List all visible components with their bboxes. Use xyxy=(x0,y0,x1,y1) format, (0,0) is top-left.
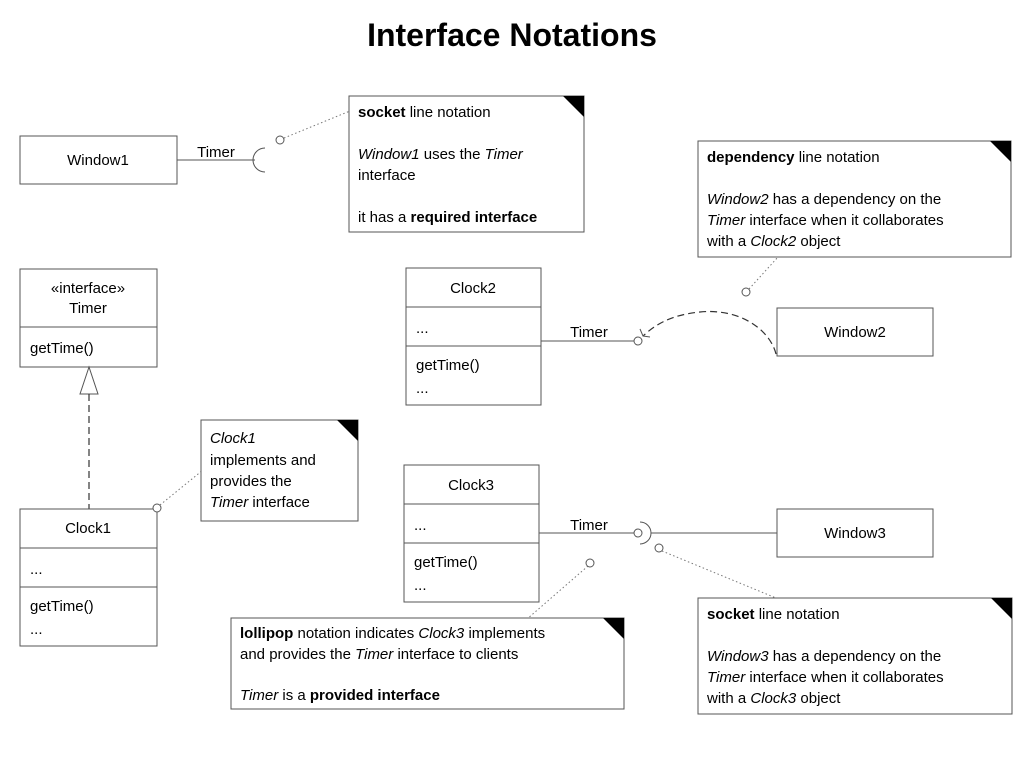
clock1-name: Clock1 xyxy=(65,520,111,537)
note-dependency-line1: dependency line notation xyxy=(707,149,880,166)
clock2-box xyxy=(405,267,542,406)
note-dependency-line3: Timer interface when it collaborates xyxy=(707,212,944,229)
clock2-operation-2: ... xyxy=(416,380,429,397)
dependency-arrowhead xyxy=(639,328,651,338)
note-socket3-fold xyxy=(991,598,1012,619)
diagram-title: Interface Notations xyxy=(367,17,657,53)
clock3-operation-2: ... xyxy=(414,577,427,594)
note-clock1-line4: Timer interface xyxy=(210,494,310,511)
clock2-attribute: ... xyxy=(416,320,429,337)
timer-interface-class: «interface» Timer getTime() xyxy=(19,268,158,368)
note-socket3-anchor xyxy=(654,543,664,553)
note-lollipop-fold xyxy=(603,618,624,639)
window1-box xyxy=(19,135,178,185)
note-lollipop-anchor-line xyxy=(526,565,589,620)
note-dependency-line2: Window2 has a dependency on the xyxy=(707,191,941,208)
note-lollipop-line1: lollipop notation indicates Clock3 imple… xyxy=(240,625,545,642)
clock2-operation-1: getTime() xyxy=(416,357,480,374)
clock1-operation-2: ... xyxy=(30,621,43,638)
note-socket3-box xyxy=(697,597,1013,715)
note-clock1-box xyxy=(200,419,359,522)
window2-name: Window2 xyxy=(824,324,886,341)
note-socket3-line4: with a Clock3 object xyxy=(706,690,841,707)
note-dependency: dependency line notation Window2 has a d… xyxy=(697,140,1012,258)
note-dependency-anchor-line xyxy=(748,256,779,290)
note-clock1-line2: implements and xyxy=(210,452,316,469)
clock1-operation-1: getTime() xyxy=(30,598,94,615)
window3-name: Window3 xyxy=(824,525,886,542)
note-clock1-fold xyxy=(337,420,358,441)
clock3-attribute: ... xyxy=(414,517,427,534)
timer-interface-operation: getTime() xyxy=(30,340,94,357)
note-lollipop: lollipop notation indicates Clock3 imple… xyxy=(230,617,625,710)
note-socket1-box xyxy=(348,95,585,233)
note-lollipop-line3: Timer is a provided interface xyxy=(240,687,440,704)
window2-box xyxy=(776,307,934,357)
note-clock1-anchor-line xyxy=(159,469,204,506)
note-clock1: Clock1 implements and provides the Timer… xyxy=(200,419,359,522)
clock3-timer-label: Timer xyxy=(570,517,608,534)
note-clock1-line1: Clock1 xyxy=(210,430,256,447)
clock2-lollipop xyxy=(633,336,643,346)
note-socket1-anchor-line xyxy=(283,110,351,139)
realization-arrowhead xyxy=(79,365,99,395)
note-lollipop-box xyxy=(230,617,625,710)
window2-class: Window2 xyxy=(776,307,934,357)
note-socket1-fold xyxy=(563,96,584,117)
clock3-name: Clock3 xyxy=(448,477,494,494)
note-socket3-line2: Window3 has a dependency on the xyxy=(707,648,941,665)
window1-timer-label: Timer xyxy=(197,144,235,161)
clock1-box xyxy=(19,508,158,647)
window3-socket xyxy=(639,521,652,545)
clock1-attribute: ... xyxy=(30,561,43,578)
note-socket1-line2: Window1 uses the Timer xyxy=(358,146,524,163)
note-socket1-anchor xyxy=(275,135,285,145)
note-socket3: socket line notation Window3 has a depen… xyxy=(697,597,1013,715)
note-dependency-anchor xyxy=(741,287,751,297)
window3-box xyxy=(776,508,934,558)
note-socket1-line4: it has a required interface xyxy=(358,209,537,226)
note-lollipop-anchor xyxy=(585,558,595,568)
window3-class: Window3 xyxy=(776,508,934,558)
clock3-class: Clock3 ... getTime() ... xyxy=(403,464,540,603)
clock3-operation-1: getTime() xyxy=(414,554,478,571)
note-dependency-line4: with a Clock2 object xyxy=(706,233,841,250)
timer-interface-stereotype: «interface» xyxy=(51,280,125,297)
window1-class: Window1 xyxy=(19,135,178,185)
dependency-arrow-line xyxy=(642,310,777,355)
note-socket3-line3: Timer interface when it collaborates xyxy=(707,669,944,686)
note-clock1-line3: provides the xyxy=(210,473,292,490)
clock2-class: Clock2 ... getTime() ... xyxy=(405,267,542,406)
note-socket3-anchor-line xyxy=(661,550,777,599)
note-socket3-line1: socket line notation xyxy=(707,606,840,623)
window1-name: Window1 xyxy=(67,152,129,169)
note-socket1-line3: interface xyxy=(358,167,416,184)
window1-socket xyxy=(252,147,266,173)
timer-interface-name: Timer xyxy=(69,300,107,317)
clock2-timer-label: Timer xyxy=(570,324,608,341)
note-clock1-anchor xyxy=(152,503,162,513)
timer-interface-box xyxy=(19,268,158,368)
note-lollipop-line2: and provides the Timer interface to clie… xyxy=(240,646,518,663)
note-socket1: socket line notation Window1 uses the Ti… xyxy=(348,95,585,233)
clock1-class: Clock1 ... getTime() ... xyxy=(19,508,158,647)
note-socket1-line1: socket line notation xyxy=(358,104,491,121)
clock3-lollipop xyxy=(633,528,643,538)
clock2-name: Clock2 xyxy=(450,280,496,297)
note-dependency-box xyxy=(697,140,1012,258)
note-dependency-fold xyxy=(990,141,1011,162)
